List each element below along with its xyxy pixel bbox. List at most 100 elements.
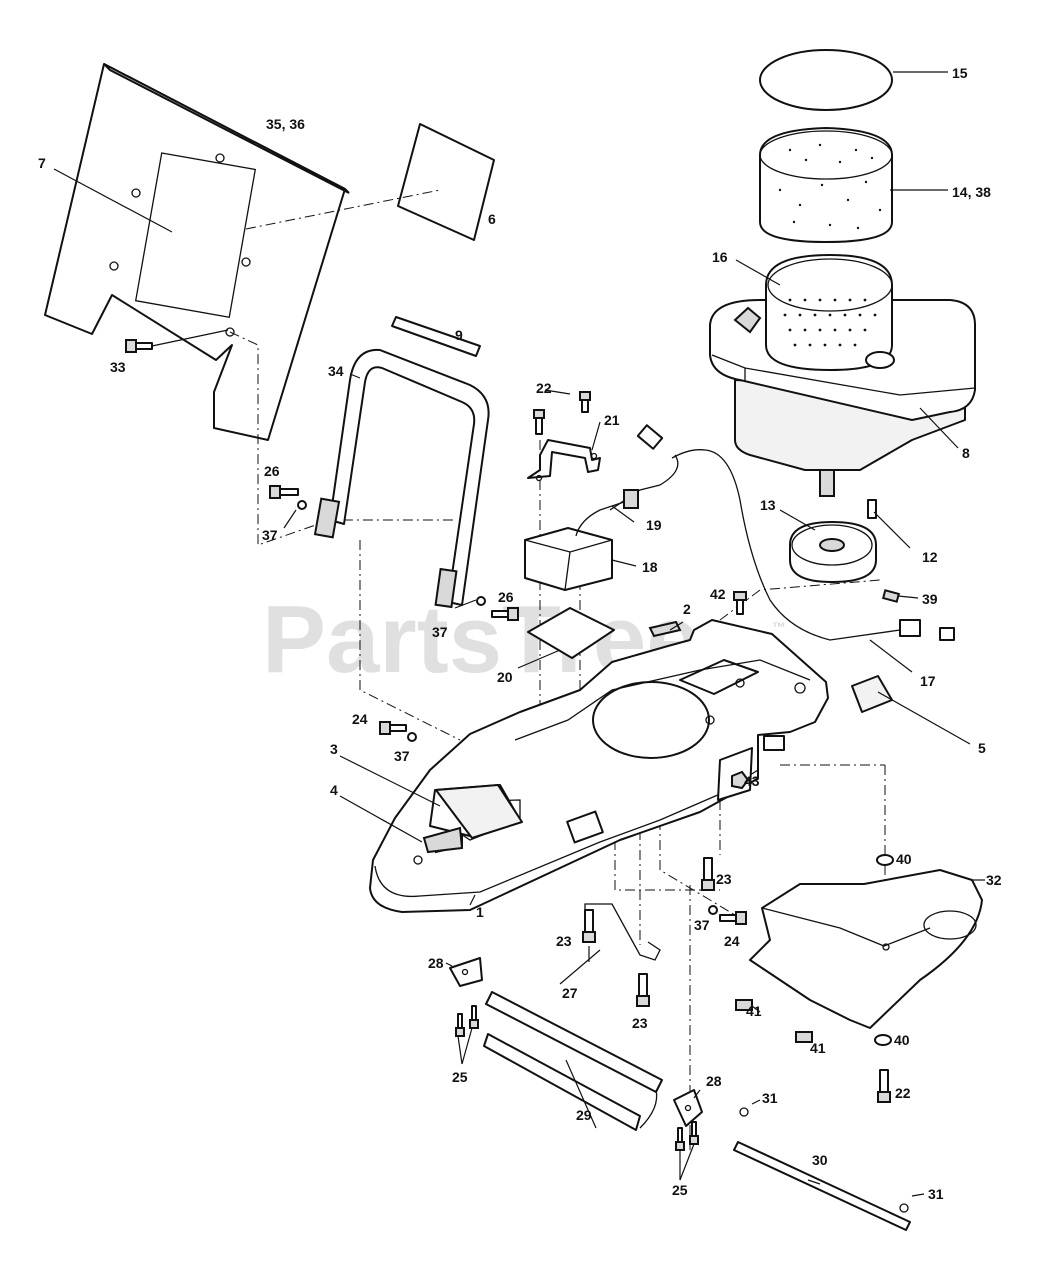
bracket-28a <box>449 957 483 987</box>
clip-31b <box>899 1203 909 1213</box>
callout-24b: 24 <box>724 933 740 949</box>
callout-34: 34 <box>328 363 344 379</box>
clip-31a <box>739 1107 749 1117</box>
callout-26a: 26 <box>264 463 280 479</box>
washer-37b <box>476 596 486 606</box>
callout-23c: 23 <box>632 1015 648 1031</box>
bolt-26a <box>269 485 299 499</box>
callout-31a: 31 <box>762 1090 778 1106</box>
pulley-13 <box>789 521 877 583</box>
callout-9: 9 <box>455 327 463 343</box>
connector-19 <box>575 489 639 537</box>
callouts: 1 2 3 4 5 6 7 8 9 12 13 14, 38 15 16 17 … <box>38 65 1002 1202</box>
callout-12: 12 <box>922 549 938 565</box>
callout-31b: 31 <box>928 1186 944 1202</box>
callout-40a: 40 <box>896 851 912 867</box>
air-filter-14 <box>759 127 893 243</box>
callout-43: 43 <box>744 773 760 789</box>
bolt-33 <box>125 339 153 353</box>
clip-41a <box>735 999 753 1011</box>
blower-housing-16 <box>733 254 895 371</box>
callout-37c: 37 <box>394 748 410 764</box>
callout-22b: 22 <box>895 1085 911 1101</box>
callout-21: 21 <box>604 412 620 428</box>
callout-1: 1 <box>476 904 484 920</box>
callout-22a: 22 <box>536 380 552 396</box>
gas-cap-15 <box>759 49 893 111</box>
callout-20: 20 <box>497 669 513 685</box>
rod-30 <box>733 1141 911 1231</box>
control-panel <box>44 63 350 441</box>
washer-37c <box>407 732 417 742</box>
bolt-22c <box>877 1069 891 1103</box>
callout-26b: 26 <box>498 589 514 605</box>
callout-24a: 24 <box>352 711 368 727</box>
callout-28a: 28 <box>428 955 444 971</box>
callout-5: 5 <box>978 740 986 756</box>
washer-40b <box>874 1034 892 1046</box>
callout-23b: 23 <box>556 933 572 949</box>
callout-27: 27 <box>562 985 578 1001</box>
callout-23a: 23 <box>716 871 732 887</box>
callout-39: 39 <box>922 591 938 607</box>
callout-30: 30 <box>812 1152 828 1168</box>
decal-6 <box>397 123 495 241</box>
screw-22a <box>533 409 545 435</box>
callout-41b: 41 <box>810 1040 826 1056</box>
callout-14-38: 14, 38 <box>952 184 991 200</box>
callout-41a: 41 <box>746 1003 762 1019</box>
handle-bar <box>313 348 490 609</box>
frame-1 <box>369 619 829 913</box>
key-12 <box>867 499 877 519</box>
callout-4: 4 <box>330 782 338 798</box>
callout-29: 29 <box>576 1107 592 1123</box>
decal-2 <box>648 620 682 638</box>
nut-43 <box>731 770 750 790</box>
wire-harness-17 <box>609 424 955 641</box>
callout-35-36: 35, 36 <box>266 116 305 132</box>
callout-8: 8 <box>962 445 970 461</box>
callout-6: 6 <box>488 211 496 227</box>
callout-13: 13 <box>760 497 776 513</box>
bracket-28b <box>673 1089 703 1127</box>
callout-33: 33 <box>110 359 126 375</box>
callout-19: 19 <box>646 517 662 533</box>
screws-25a <box>455 1005 479 1037</box>
decal-3 <box>435 784 523 839</box>
callout-15: 15 <box>952 65 968 81</box>
callout-37b: 37 <box>432 624 448 640</box>
bolt-26b <box>491 607 519 621</box>
callout-18: 18 <box>642 559 658 575</box>
washer-40a <box>876 854 894 866</box>
decal-9 <box>391 316 481 357</box>
callout-32: 32 <box>986 872 1002 888</box>
bracket-21 <box>527 439 601 482</box>
callout-37a: 37 <box>262 527 278 543</box>
bolt-23c <box>636 973 650 1007</box>
ignition-module-18 <box>524 527 613 591</box>
callout-2: 2 <box>683 601 691 617</box>
belt-guard-32 <box>749 869 983 1029</box>
bolt-24a <box>379 721 407 735</box>
watermark-trademark: ™ <box>772 619 786 635</box>
screw-42 <box>733 591 747 615</box>
shaft-29 <box>483 991 663 1131</box>
callout-40b: 40 <box>894 1032 910 1048</box>
pad-20 <box>527 607 615 659</box>
rod-27 <box>584 903 661 961</box>
callout-3: 3 <box>330 741 338 757</box>
callout-42: 42 <box>710 586 726 602</box>
leader-lines <box>53 71 985 1197</box>
clip-41b <box>795 1031 813 1043</box>
decal-4 <box>422 826 464 854</box>
screw-22b <box>579 391 591 413</box>
callout-25b: 25 <box>672 1182 688 1198</box>
callout-16: 16 <box>712 249 728 265</box>
bolt-23b <box>582 909 596 943</box>
bolt-24b <box>719 911 747 925</box>
washer-37d <box>708 905 718 915</box>
callout-7: 7 <box>38 155 46 171</box>
callout-28b: 28 <box>706 1073 722 1089</box>
bolt-23a <box>701 857 715 891</box>
